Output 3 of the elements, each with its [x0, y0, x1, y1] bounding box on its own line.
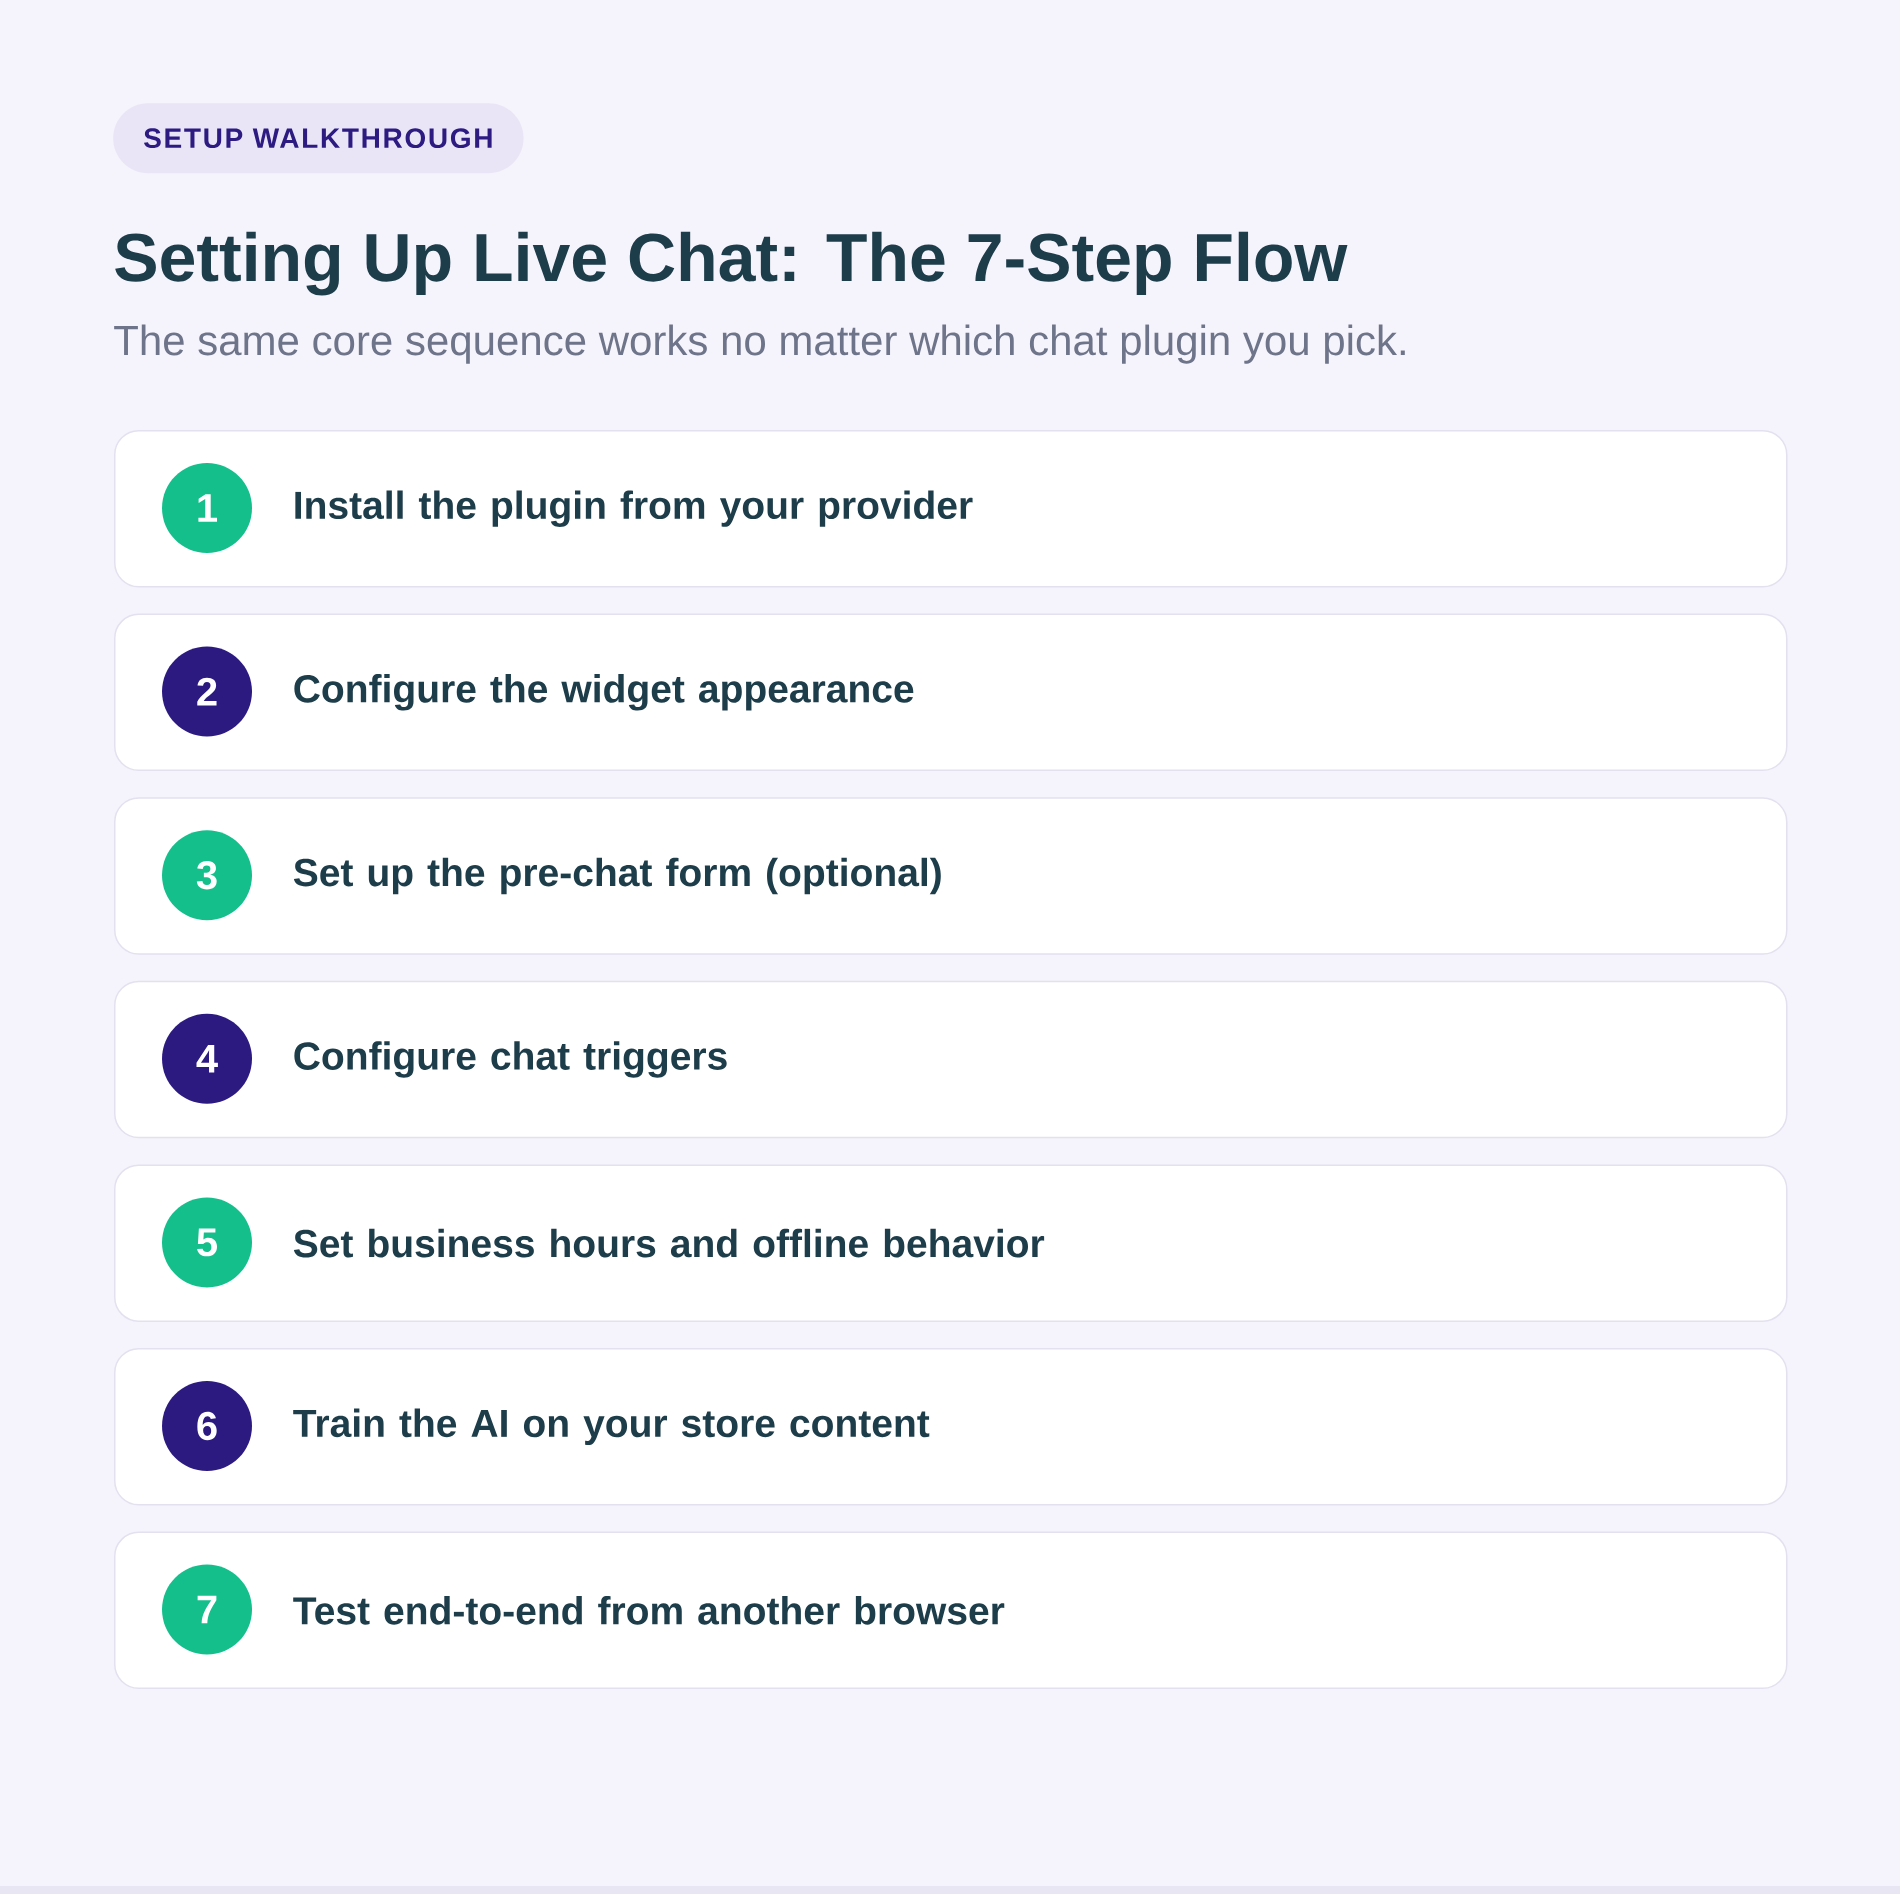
- title: Setting Up Live Chat: The 7-Step Flow: [115, 231, 1348, 296]
- subtitle: The same core sequence works no matter which chat plugin you pick.: [114, 324, 1405, 364]
- category-tag: SETUP WALKTHROUGH: [113, 103, 524, 174]
